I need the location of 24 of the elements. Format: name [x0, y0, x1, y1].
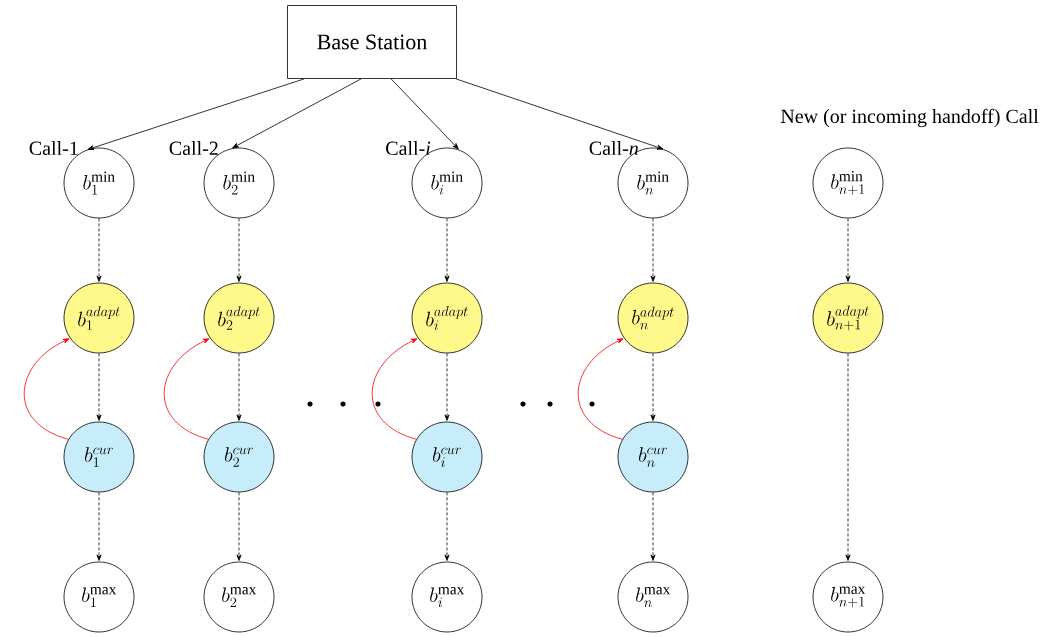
arrow: [650, 218, 656, 282]
arrow: [87, 78, 305, 151]
arrow: [232, 78, 362, 149]
arrow: [390, 78, 459, 150]
arrow: [650, 353, 656, 421]
feedback-arrow: [371, 338, 418, 440]
feedback-arrow: [163, 338, 210, 440]
arrow: [845, 353, 851, 561]
arrow: [236, 492, 242, 561]
arrow: [96, 492, 102, 561]
arrow: [444, 218, 450, 282]
feedback-arrow: [23, 338, 70, 440]
feedback-arrow: [577, 338, 624, 440]
base-station-box: Base Station: [287, 5, 457, 79]
arrow: [444, 353, 450, 421]
arrow: [650, 492, 656, 561]
arrow: [444, 492, 450, 561]
arrow: [455, 78, 664, 150]
arrow: [236, 218, 242, 282]
arrow: [845, 218, 851, 282]
call-label: New (or incoming handoff) Call: [780, 108, 1039, 128]
arrow: [96, 353, 102, 421]
arrow: [96, 218, 102, 282]
arrow: [236, 353, 242, 421]
